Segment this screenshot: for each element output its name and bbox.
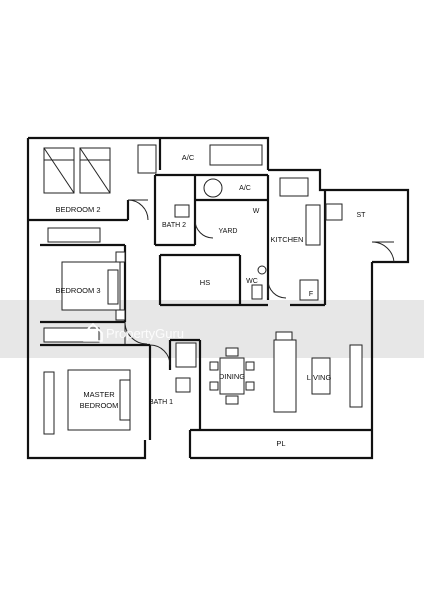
room-labels: A/C A/C BEDROOM 2 BATH 2 YARD W KITCHEN … <box>55 153 366 448</box>
label-pl: PL <box>276 439 285 448</box>
label-w: W <box>253 208 260 215</box>
label-bath-2: BATH 2 <box>162 222 186 229</box>
watermark-logo: PropertyGuru <box>83 322 184 342</box>
internal-walls <box>28 173 327 440</box>
label-yard: YARD <box>219 228 238 235</box>
label-wc: WC <box>246 278 258 285</box>
label-st: ST <box>357 212 367 219</box>
doors <box>124 199 395 366</box>
label-master-bedroom-line2: BEDROOM <box>80 401 119 410</box>
label-dining: DINING <box>219 372 245 381</box>
label-master-bedroom-line1: MASTER <box>83 390 115 399</box>
label-bedroom-3: BEDROOM 3 <box>55 286 100 295</box>
label-ac-mid: A/C <box>239 185 251 192</box>
watermark-brand: PropertyGuru <box>106 326 184 341</box>
label-kitchen: KITCHEN <box>271 235 304 244</box>
watermark-house-icon <box>83 322 103 342</box>
outer-walls <box>26 136 410 460</box>
label-hs: HS <box>200 278 210 287</box>
furniture <box>43 144 363 435</box>
label-f: F <box>309 291 313 298</box>
label-bedroom-2: BEDROOM 2 <box>55 205 100 214</box>
label-ac-top: A/C <box>182 153 195 162</box>
label-living: LIVING <box>307 373 332 382</box>
label-bath-1: BATH 1 <box>149 399 173 406</box>
